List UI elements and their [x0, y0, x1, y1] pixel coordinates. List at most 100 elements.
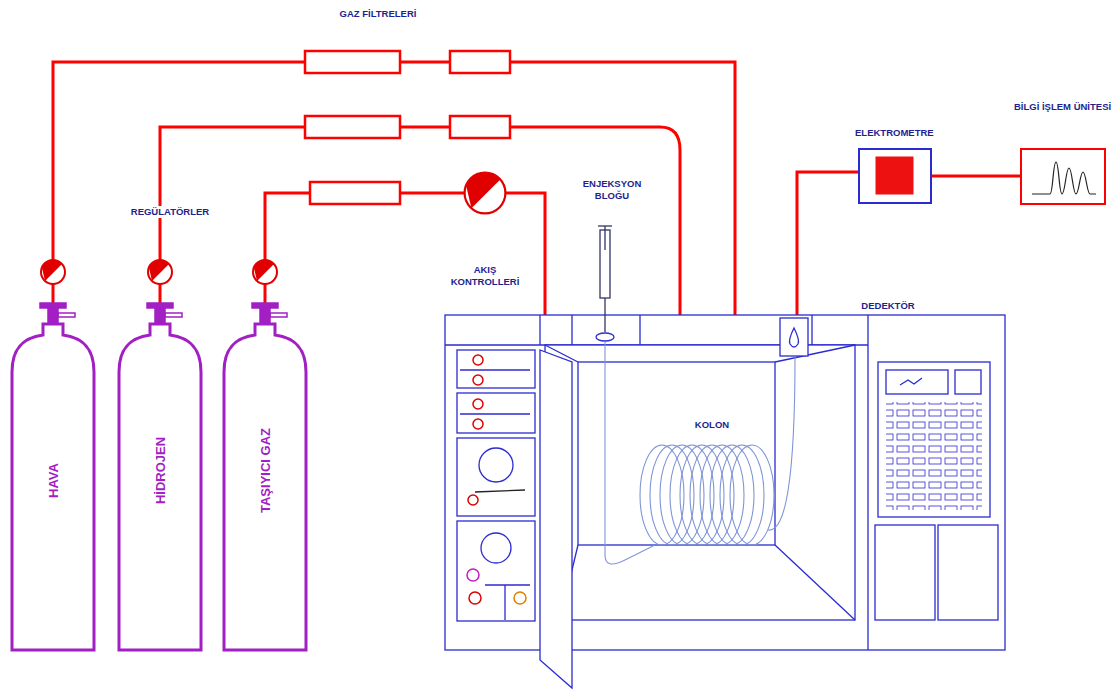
valve-lever [58, 313, 75, 317]
flame-symbol [790, 328, 799, 347]
oven-edge [775, 545, 855, 620]
syringe-needle [604, 298, 605, 332]
hydrogen-line [510, 127, 780, 345]
regulator-symbol [253, 260, 277, 284]
panel-dial [468, 495, 478, 505]
panel-dial [473, 399, 483, 409]
control-panel [457, 438, 535, 516]
gas-cylinder: HAVA [10, 322, 96, 652]
valve-handle [40, 303, 66, 308]
regulator-dial [41, 260, 65, 284]
display [955, 370, 981, 394]
regulator-wedge [42, 260, 62, 281]
panel-dial [473, 419, 483, 429]
gas-filter [310, 182, 400, 204]
part-label: KOLON [693, 419, 731, 431]
panel-dial [467, 569, 479, 581]
chromatogram-peaks [1032, 162, 1096, 194]
regulator-wedge [254, 260, 274, 281]
column-tubing [768, 357, 795, 530]
panel-line [460, 413, 530, 414]
column-coil [670, 445, 714, 545]
flow-controller-wedge [466, 173, 500, 208]
unit-heading: BİLGİ İŞLEM ÜNİTESİ [1012, 101, 1113, 112]
housing-edge [539, 315, 540, 345]
air-line [400, 61, 450, 64]
cylinder-body [12, 324, 94, 650]
valve-lever [270, 313, 287, 317]
carrier-line [400, 192, 465, 195]
cylinder-body [119, 324, 201, 650]
oven-back-wall [578, 362, 775, 545]
cabinet-door [875, 525, 935, 620]
air-line [53, 62, 305, 260]
keypad-panel [878, 362, 990, 517]
gas-cylinder: HİDROJEN [117, 322, 203, 652]
panel-line [504, 585, 505, 620]
part-label: GAZ FİLTRELERİ [338, 8, 419, 20]
regulator-stem [52, 284, 55, 304]
regulator-symbol [41, 260, 65, 284]
cylinder-label: TAŞIYICI GAZ [257, 426, 272, 515]
regulator-stem [264, 284, 267, 304]
regulator-symbol [148, 260, 172, 284]
panel-line [460, 369, 530, 370]
panel-dial [514, 592, 526, 604]
column-coil [650, 445, 694, 545]
gas-filter [305, 51, 400, 73]
flow-controller-dial [465, 173, 506, 214]
unit-heading: ELEKTROMETRE [853, 127, 936, 138]
hydrogen-line [400, 126, 450, 129]
panel-dial [473, 355, 483, 365]
column-coil [720, 445, 764, 545]
keypad [886, 402, 982, 510]
column-coil [700, 445, 744, 545]
panel-line [485, 584, 530, 585]
air-line [510, 62, 780, 327]
electrometer-box: ELEKTROMETRE [858, 148, 932, 204]
column-coil [730, 445, 774, 545]
column-coil [710, 445, 754, 545]
carrier-line [265, 193, 310, 260]
pressure-gauge [479, 448, 513, 482]
gas-filter [450, 51, 510, 73]
gas-filter [450, 116, 510, 138]
column-coil [640, 445, 684, 545]
regulator-dial [148, 260, 172, 284]
housing-edge [867, 315, 868, 650]
panel-dial [473, 375, 483, 385]
valve-handle [252, 303, 278, 308]
panel-line [475, 490, 525, 492]
regulator-dial [253, 260, 277, 284]
signal-line [797, 172, 858, 318]
housing-edge [571, 315, 572, 345]
control-panel [457, 350, 535, 388]
part-label: ENJEKSYON BLOĞU [574, 178, 650, 202]
column-coil [660, 445, 704, 545]
control-panel [457, 393, 535, 433]
gas-lines [53, 62, 858, 350]
column-coil [690, 445, 734, 545]
part-label: DEDEKTÖR [859, 300, 916, 312]
cylinder-body [224, 324, 306, 650]
pressure-gauge [481, 533, 511, 563]
display-trace [900, 378, 922, 385]
regulator-wedge [149, 260, 169, 281]
part-label: REGÜLATÖRLER [129, 206, 211, 218]
valve-lever [165, 313, 182, 317]
column-coil [680, 445, 724, 545]
meter-icon [860, 150, 929, 201]
instrument-housing [445, 315, 1005, 650]
cylinder-label: HİDROJEN [153, 435, 168, 506]
gas-filter [305, 116, 400, 138]
gas-cylinder: TAŞIYICI GAZ [222, 322, 308, 652]
display [886, 370, 948, 394]
detector-block [780, 318, 808, 356]
valve-handle [147, 303, 173, 308]
injection-port [596, 333, 614, 341]
data-unit-box: BİLGİ İŞLEM ÜNİTESİ [1020, 148, 1106, 205]
panel-dial [469, 592, 481, 604]
meter-core [876, 157, 914, 195]
housing-edge [811, 315, 812, 345]
